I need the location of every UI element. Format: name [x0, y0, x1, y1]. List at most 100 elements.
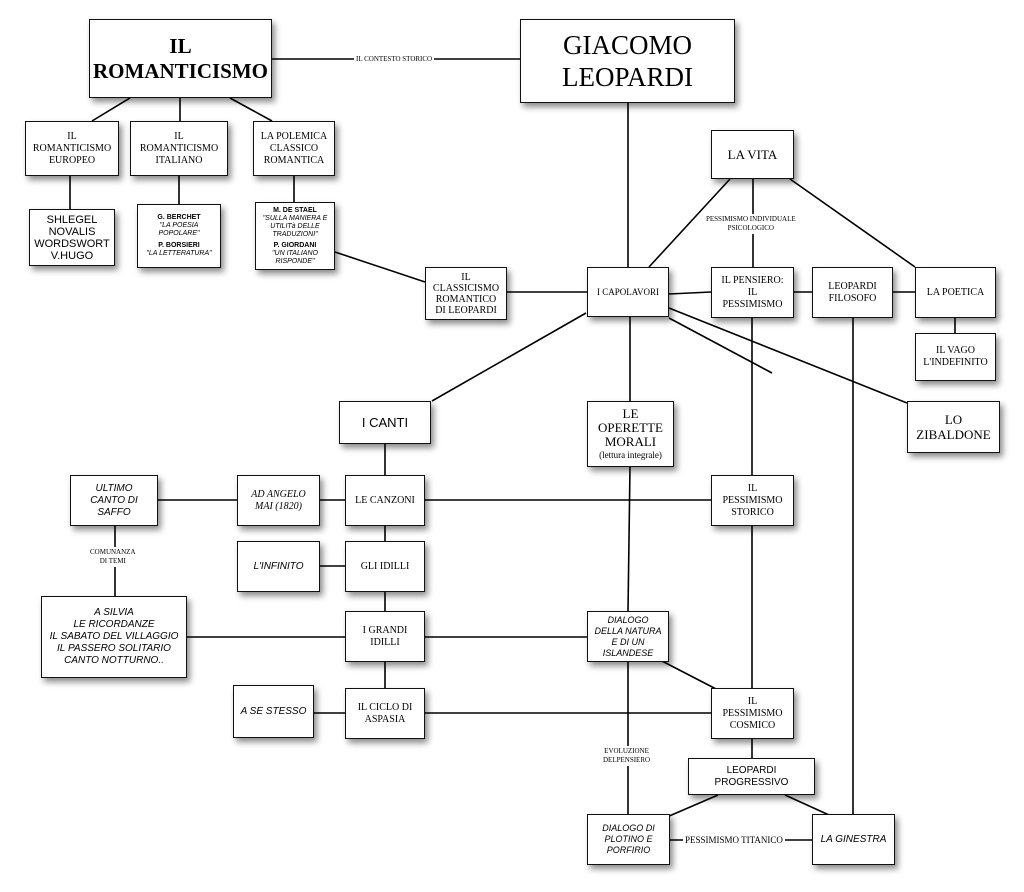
text-line: IL CONTESTO STORICO	[356, 55, 433, 63]
connector-line	[229, 97, 273, 122]
text-line: A SILVIA	[94, 607, 134, 618]
text-line: COMUNANZA	[90, 548, 136, 556]
text-line: UTILITà DELLE	[270, 222, 320, 230]
connector-line	[668, 291, 712, 295]
text-line: LA VITA	[727, 147, 778, 162]
node-l-infinito[interactable]: L'INFINITO	[237, 541, 320, 592]
text-line: FILOSOFO	[828, 292, 877, 304]
text-line: LE	[622, 406, 639, 421]
connector-line	[91, 97, 131, 122]
connector-line	[668, 317, 773, 374]
text-line: IL CICLO DI	[357, 701, 413, 713]
text-line: DIALOGO	[607, 614, 649, 625]
connector-line	[648, 178, 731, 268]
node-le-canzoni[interactable]: LE CANZONI	[345, 475, 425, 526]
text-line: ISLANDESE	[602, 647, 654, 658]
text-line: "LA POESIA	[159, 222, 199, 229]
text-line: E DI UN	[611, 636, 645, 647]
text-line: LEOPARDI	[561, 62, 694, 92]
text-line: IL SABATO DEL VILLAGGIO	[49, 631, 179, 642]
text-line: IL	[461, 271, 471, 283]
text-line: LA POETICA	[926, 286, 985, 298]
text-line: V.HUGO	[50, 249, 94, 262]
node-la-vita[interactable]: LA VITA	[711, 130, 794, 179]
text-line: "SULLA MANIERA E	[262, 214, 328, 222]
text-line: IL	[747, 695, 758, 707]
work-letteratura: "LA LETTERATURA"	[146, 250, 211, 258]
node-la-ginestra[interactable]: LA GINESTRA	[812, 814, 895, 865]
text-line: PESSIMISMO TITANICO	[685, 835, 783, 845]
text-line: IL VAGO	[936, 345, 975, 356]
text-line: IL PENSIERO:	[721, 274, 784, 286]
text-line: OPERETTE	[598, 420, 663, 435]
node-i-canti[interactable]: I CANTI	[339, 401, 431, 444]
operette-note: (lettura integrale)	[599, 450, 662, 460]
text-line: NOVALIS	[48, 225, 96, 238]
text-line: ROMANTICISMO	[93, 58, 269, 83]
text-line: ROMANTICISMO	[139, 142, 219, 154]
text-line: CLASSICISMO	[432, 282, 500, 294]
node-la-poetica[interactable]: LA POETICA	[915, 267, 996, 318]
author-berchet: G. BERCHET	[157, 214, 201, 221]
text-line: LE CANZONI	[355, 494, 415, 506]
node-i-capolavori[interactable]: I CAPOLAVORI	[587, 267, 669, 317]
text-line: LA GINESTRA	[820, 833, 887, 845]
node-gli-idilli[interactable]: GLI IDILLI	[345, 541, 425, 592]
text-line: EUROPEO	[48, 154, 96, 166]
text-line: DIALOGO DI	[602, 823, 655, 833]
text-line: COSMICO	[729, 719, 776, 731]
text-line: A SE STESSO	[240, 705, 307, 717]
text-line: IL	[747, 482, 758, 494]
node-a-se-stesso[interactable]: A SE STESSO	[233, 685, 314, 738]
text-line: "UN ITALIANO	[272, 249, 318, 257]
text-line: RISPONDE"	[275, 257, 315, 265]
text-line: PESSIMISMO	[722, 298, 783, 310]
text-line: DI LEOPARDI	[435, 304, 497, 316]
text-line: DELPENSIERO	[603, 756, 651, 764]
text-line: ASPASIA	[364, 713, 406, 725]
connector-line	[668, 307, 908, 404]
author-borsieri: P. BORSIERI	[158, 242, 200, 249]
connector-line	[334, 251, 426, 283]
text-line: IL	[174, 130, 184, 142]
text-line: IL	[67, 130, 77, 142]
text-line: SHLEGEL	[46, 213, 98, 226]
text-line: GIACOMO	[562, 30, 692, 60]
text-line: CANTO NOTTURNO..	[64, 655, 164, 666]
connector-line	[431, 312, 587, 402]
text-line: ROMANTICO	[435, 293, 497, 305]
connector-line	[789, 178, 916, 268]
edge-label-pessimismo-titanico: PESSIMISMO TITANICO	[683, 834, 785, 847]
text-line: IL PASSERO SOLITARIO	[57, 643, 171, 654]
text-line: PORFIRIO	[606, 845, 651, 855]
